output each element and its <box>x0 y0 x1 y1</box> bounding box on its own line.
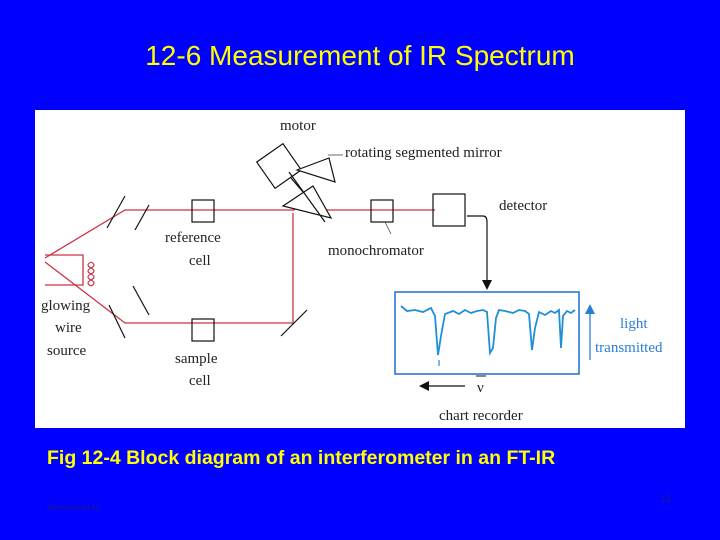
nu-arrowhead <box>419 381 429 391</box>
author-footer: Mohammad Ali <box>47 503 100 512</box>
glowing-label-2: wire <box>55 320 82 336</box>
ftir-diagram: motor rotating segmented mirror detector… <box>35 110 685 428</box>
detector-to-chart-arrow <box>467 215 488 282</box>
sample-cell-label-2: cell <box>189 373 211 389</box>
sample-cell-box <box>191 318 215 342</box>
light-label-1: light <box>620 316 648 332</box>
mirror-segment-bottom <box>281 185 333 219</box>
motor-box <box>255 142 303 190</box>
sample-cell-label-1: sample <box>175 351 218 367</box>
motor-label: motor <box>280 118 316 134</box>
reference-cell-box <box>191 199 215 223</box>
mirror-segment-top <box>295 157 336 183</box>
leader-lines <box>328 154 392 235</box>
chart-recorder-label: chart recorder <box>439 408 523 424</box>
light-beam-paths <box>44 209 435 324</box>
mirrors <box>106 195 308 339</box>
slide-title: 12-6 Measurement of IR Spectrum <box>145 40 575 71</box>
upper-inner-mirror <box>134 204 150 231</box>
light-arrowhead <box>585 304 595 314</box>
lower-left-mirror <box>108 304 126 339</box>
lower-right-mirror <box>280 309 308 337</box>
glowing-label-3: source <box>47 343 86 359</box>
ftir-diagram-svg: motor rotating segmented mirror detector… <box>41 118 663 424</box>
monochromator-label: monochromator <box>328 243 424 259</box>
reference-cell-label-1: reference <box>165 230 221 246</box>
reference-cell-label-2: cell <box>189 253 211 269</box>
light-label-2: transmitted <box>595 340 663 356</box>
nu-bar-label: ν <box>477 380 484 396</box>
figure-caption: Fig 12-4 Block diagram of an interferome… <box>47 447 556 469</box>
monochromator-box <box>370 199 394 223</box>
mirror-axis <box>288 171 326 223</box>
upper-left-mirror <box>106 195 126 229</box>
spectrum-trace <box>400 305 576 356</box>
rotating-mirror-label: rotating segmented mirror <box>345 145 502 161</box>
lower-inner-mirror <box>132 285 150 316</box>
chart-recorder-box <box>394 291 580 375</box>
motor-assembly <box>255 142 336 223</box>
detector-arrowhead <box>482 280 492 290</box>
detector-box <box>432 193 466 227</box>
glowing-label-1: glowing <box>41 298 91 314</box>
page-number: 13 <box>660 494 672 505</box>
detector-label: detector <box>499 198 547 214</box>
